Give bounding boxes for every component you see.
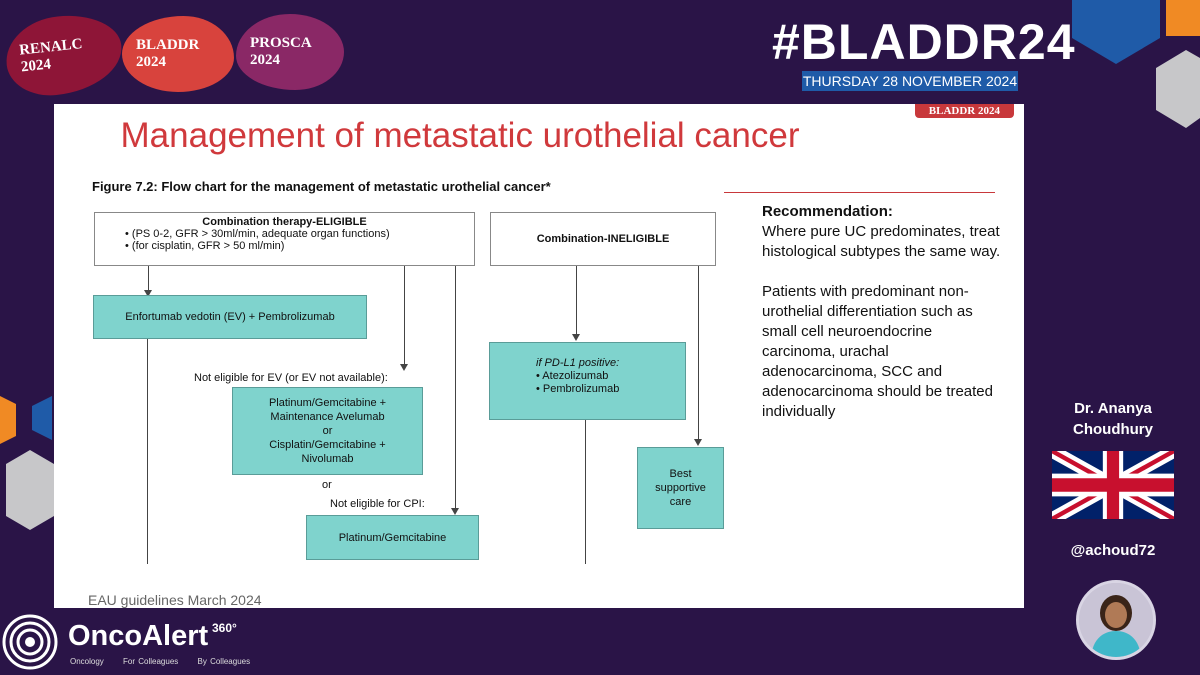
divider-line [724,192,995,193]
bladdr-badge-line2: 2024 [136,54,166,70]
figure-title: Figure 7.2: Flow chart for the managemen… [92,179,551,194]
continuation-line [147,339,148,564]
prosca-badge-line1: PROSCA [250,35,312,51]
oncoalert-360: 360° [212,621,237,635]
recommendation-paragraph-1: Where pure UC predominates, treat histol… [762,223,1001,260]
hexagon-decoration-top-right [1072,0,1200,128]
combination-eligible-criteria-2: • (for cisplatin, GFR > 50 ml/min) [125,240,285,252]
source-footnote: EAU guidelines March 2024 [88,592,262,608]
ev-pembrolizumab-label: Enfortumab vedotin (EV) + Pembrolizumab [125,311,335,323]
tagline-oncology: Oncology [70,657,104,666]
platinum-combination-box: Platinum/Gemcitabine + Maintenance Avelu… [232,387,423,475]
combination-eligible-criteria-1: • (PS 0-2, GFR > 30ml/min, adequate orga… [125,228,390,240]
best-supportive-care-box: Best supportive care [637,447,724,529]
combination-ineligible-box: Combination-INELIGIBLE [490,212,716,266]
or-label: or [322,479,332,491]
recommendation-heading: Recommendation: [762,203,893,220]
person-icon [1079,583,1153,657]
oncoalert-rings-icon [2,614,58,670]
pdl1-pembrolizumab: • Pembrolizumab [536,383,620,395]
oncoalert-logo: OncoAlert 360° Oncology For Colleagues B… [0,612,300,672]
connector-line [455,266,456,510]
oncoalert-tagline: Oncology For Colleagues By Colleagues [70,657,266,666]
slide-panel: BLADDR 2024 Management of metastatic uro… [54,104,1024,608]
uk-flag-icon [1052,451,1174,519]
pdl1-title: if PD-L1 positive: [536,357,620,369]
pdl1-atezolizumab: • Atezolizumab [536,370,609,382]
speaker-avatar [1076,580,1156,660]
combination-eligible-title: Combination therapy-ELIGIBLE [202,216,367,228]
bsc-line1: Best [669,468,692,480]
bsc-line2: supportive [655,482,706,494]
arrow-head [694,439,702,446]
bladdr-badge-line1: BLADDR [136,37,200,53]
not-eligible-ev-label: Not eligible for EV (or EV not available… [194,372,388,384]
slide-tag: BLADDR 2024 [914,104,1014,118]
event-hashtag: #BLADDR24 [772,14,1076,70]
tagline-by-colleagues: By Colleagues [197,657,251,666]
platinum-combo-or: or [322,425,333,437]
bladdr-badge: BLADDR 2024 [122,16,234,92]
renalc-badge: RENALC 2024 [2,10,126,100]
speaker-name-line1: Dr. Ananya [1074,400,1152,417]
continuation-line [585,420,586,564]
connector-line [404,266,405,366]
ev-pembrolizumab-box: Enfortumab vedotin (EV) + Pembrolizumab [93,295,367,339]
platinum-gemcitabine-box: Platinum/Gemcitabine [306,515,479,560]
platinum-combo-line1: Platinum/Gemcitabine + [268,397,387,409]
tagline-for-colleagues: For Colleagues [123,657,179,666]
connector-line [698,266,699,441]
platinum-combo-line3: Cisplatin/Gemcitabine + [269,439,386,451]
speaker-name-line2: Choudhury [1073,421,1153,438]
not-eligible-cpi-label: Not eligible for CPI: [330,498,425,510]
connector-line [148,266,149,292]
prosca-badge-line2: 2024 [250,52,280,68]
speaker-handle: @achoud72 [1070,542,1156,559]
platinum-combo-line2: Maintenance Avelumab [270,411,385,423]
platinum-combo-line4: Nivolumab [301,453,354,465]
slide-title: Management of metastatic urothelial canc… [120,116,800,155]
speaker-name: Dr. Ananya Choudhury [1050,398,1176,440]
prosca-badge: PROSCA 2024 [236,14,344,90]
event-date: THURSDAY 28 NOVEMBER 2024 [802,71,1018,91]
platinum-gemcitabine-label: Platinum/Gemcitabine [338,531,447,544]
bsc-line3: care [669,496,692,508]
arrow-head [144,290,152,297]
pdl1-positive-box: if PD-L1 positive: • Atezolizumab • Pemb… [489,342,686,420]
oncoalert-name: OncoAlert [68,620,209,652]
recommendation-paragraph-2: Patients with predominant non-urothelial… [762,283,993,420]
combination-eligible-box: Combination therapy-ELIGIBLE • (PS 0-2, … [94,212,475,266]
arrow-head [451,508,459,515]
arrow-head [400,364,408,371]
connector-line [576,266,577,336]
hexagon-decoration-left [0,396,54,530]
arrow-head [572,334,580,341]
combination-ineligible-title: Combination-INELIGIBLE [536,233,670,245]
recommendation-panel: Recommendation: Where pure UC predominat… [762,202,1002,442]
